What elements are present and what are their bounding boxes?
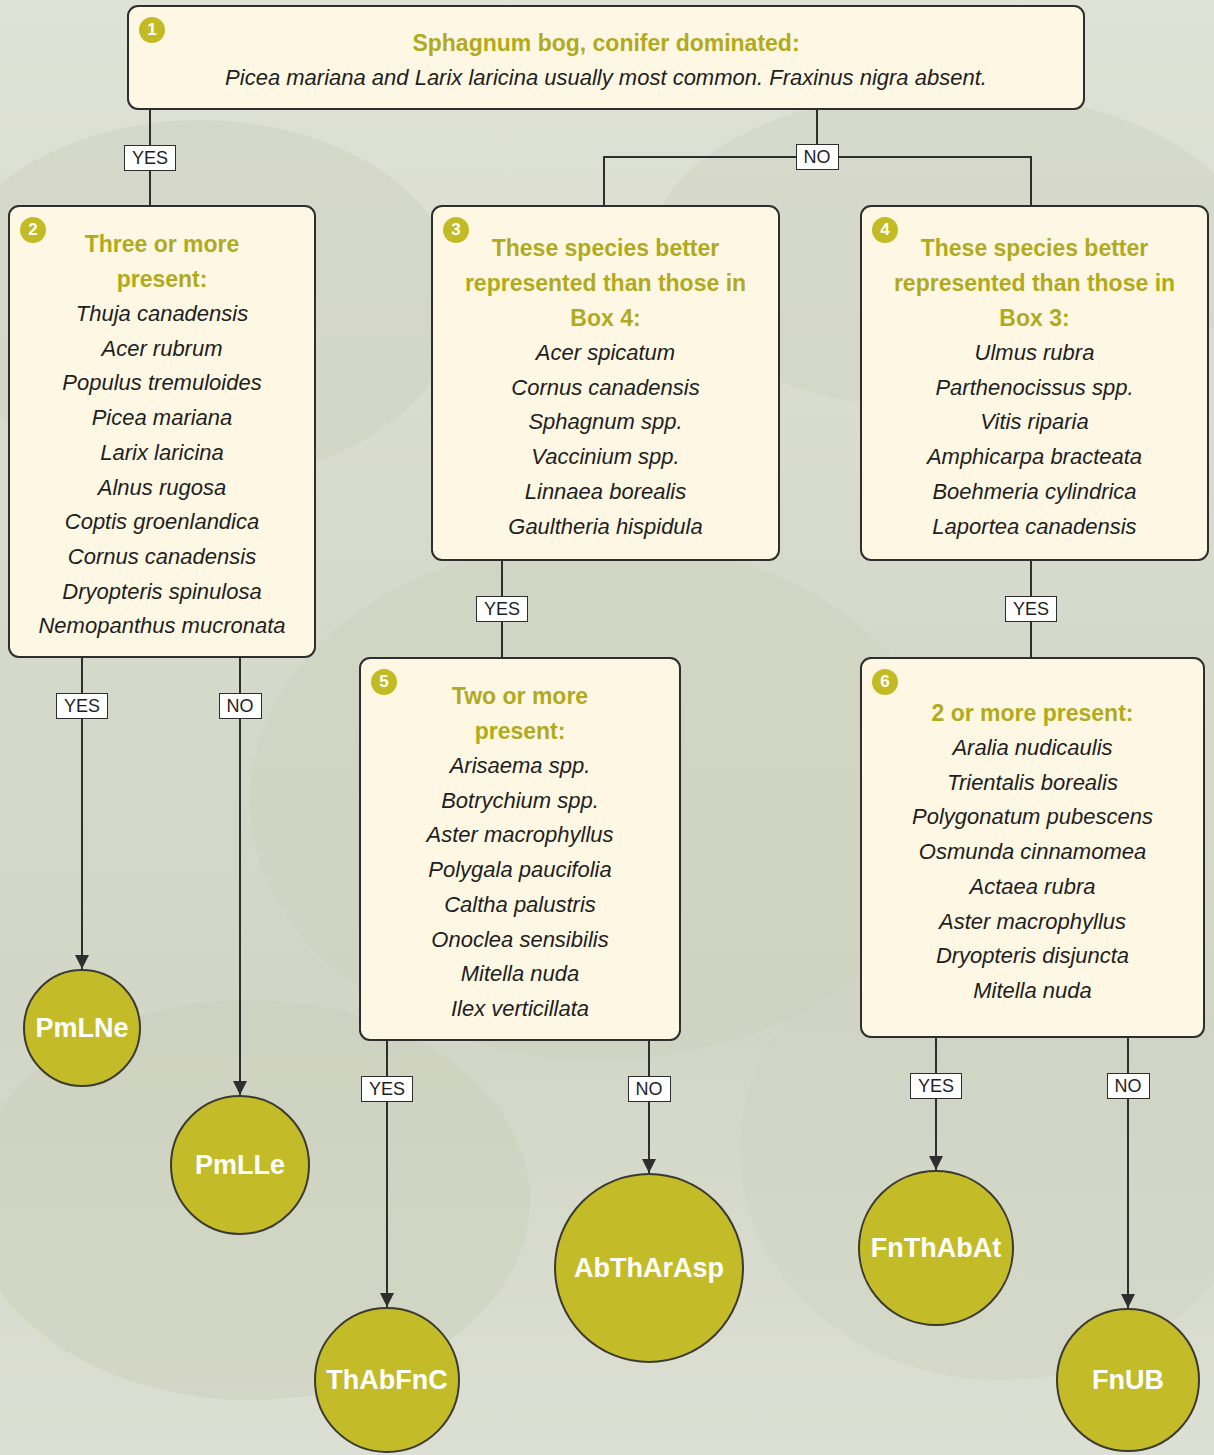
box-heading: Three or more present:: [67, 227, 257, 297]
outcome-code: FnUB: [1092, 1365, 1164, 1396]
species-name: Aster macrophyllus: [870, 905, 1195, 940]
species-name: Picea mariana: [18, 401, 306, 436]
species-name: Picea mariana and Larix laricina usually…: [137, 61, 1075, 96]
outcome-code: FnThAbAt: [871, 1233, 1001, 1264]
species-name: Arisaema spp.: [369, 749, 671, 784]
species-name: Boehmeria cylindrica: [870, 475, 1199, 510]
species-name: Polygonatum pubescens: [870, 800, 1195, 835]
branch-label: YES: [56, 693, 108, 719]
callout-number: 3: [443, 217, 469, 243]
key-box: 4These species better represented than t…: [860, 205, 1209, 561]
species-name: Sphagnum spp.: [441, 405, 770, 440]
species-name: Botrychium spp.: [369, 784, 671, 819]
key-box: 5 Two or more present:Arisaema spp.Botryc…: [359, 657, 681, 1041]
species-name: Populus tremuloides: [18, 366, 306, 401]
species-name: Caltha palustris: [369, 888, 671, 923]
box-heading: Sphagnum bog, conifer dominated:: [156, 26, 1056, 61]
outcome-circle: ThAbFnC: [314, 1307, 460, 1453]
species-name: Acer rubrum: [18, 332, 306, 367]
species-name: Aralia nudicaulis: [870, 731, 1195, 766]
species-name: Linnaea borealis: [441, 475, 770, 510]
branch-label: YES: [476, 596, 528, 622]
key-box: 1Sphagnum bog, conifer dominated:Picea m…: [127, 5, 1085, 110]
outcome-code: PmLNe: [35, 1013, 128, 1044]
outcome-circle: FnUB: [1056, 1308, 1200, 1452]
species-name: Ulmus rubra: [870, 336, 1199, 371]
outcome-code: ThAbFnC: [326, 1365, 447, 1396]
key-box: 3These species better represented than t…: [431, 205, 780, 561]
species-name: Larix laricina: [18, 436, 306, 471]
connector: [817, 110, 1031, 205]
species-name: Thuja canadensis: [18, 297, 306, 332]
species-name: Trientalis borealis: [870, 766, 1195, 801]
key-box: 62 or more present:Aralia nudicaulisTrie…: [860, 657, 1205, 1038]
callout-number: 4: [872, 217, 898, 243]
outcome-circle: AbThArAsp: [554, 1173, 744, 1363]
species-name: Acer spicatum: [441, 336, 770, 371]
species-name: Alnus rugosa: [18, 471, 306, 506]
branch-label: YES: [361, 1076, 413, 1102]
species-name: Mitella nuda: [369, 957, 671, 992]
species-name: Actaea rubra: [870, 870, 1195, 905]
species-name: Mitella nuda: [870, 974, 1195, 1009]
branch-label: NO: [1107, 1073, 1150, 1099]
outcome-circle: FnThAbAt: [858, 1170, 1014, 1326]
species-name: Amphicarpa bracteata: [870, 440, 1199, 475]
species-name: Vitis riparia: [870, 405, 1199, 440]
species-name: Osmunda cinnamomea: [870, 835, 1195, 870]
outcome-code: AbThArAsp: [574, 1253, 724, 1284]
branch-label: YES: [1005, 596, 1057, 622]
species-name: Dryopteris spinulosa: [18, 575, 306, 610]
connector: [239, 658, 241, 1095]
box-heading: These species better represented than th…: [443, 231, 768, 336]
branch-label: NO: [628, 1076, 671, 1102]
species-name: Nemopanthus mucronata: [18, 609, 306, 644]
outcome-code: PmLLe: [195, 1150, 285, 1181]
branch-label: YES: [124, 145, 176, 171]
branch-label: NO: [796, 144, 839, 170]
branch-label: YES: [910, 1073, 962, 1099]
callout-number: 1: [139, 17, 165, 43]
box-heading: Two or more present:: [425, 679, 615, 749]
species-name: Dryopteris disjuncta: [870, 939, 1195, 974]
key-box: 2Three or more present:Thuja canadensisA…: [8, 205, 316, 658]
callout-number: 2: [20, 217, 46, 243]
species-name: Cornus canadensis: [441, 371, 770, 406]
connector: [648, 1041, 650, 1173]
box-heading: These species better represented than th…: [872, 231, 1197, 336]
outcome-circle: PmLNe: [23, 969, 141, 1087]
species-name: Parthenocissus spp.: [870, 371, 1199, 406]
box-heading: 2 or more present:: [870, 696, 1195, 731]
species-name: Onoclea sensibilis: [369, 923, 671, 958]
callout-number: 5: [371, 669, 397, 695]
species-name: Coptis groenlandica: [18, 505, 306, 540]
species-name: Gaultheria hispidula: [441, 510, 770, 545]
connector: [604, 110, 817, 205]
species-name: Aster macrophyllus: [369, 818, 671, 853]
callout-number: 6: [872, 669, 898, 695]
species-name: Vaccinium spp.: [441, 440, 770, 475]
species-name: Polygala paucifolia: [369, 853, 671, 888]
branch-label: NO: [219, 693, 262, 719]
outcome-circle: PmLLe: [170, 1095, 310, 1235]
species-name: Laportea canadensis: [870, 510, 1199, 545]
connector: [935, 1038, 937, 1170]
species-name: Ilex verticillata: [369, 992, 671, 1027]
species-name: Cornus canadensis: [18, 540, 306, 575]
